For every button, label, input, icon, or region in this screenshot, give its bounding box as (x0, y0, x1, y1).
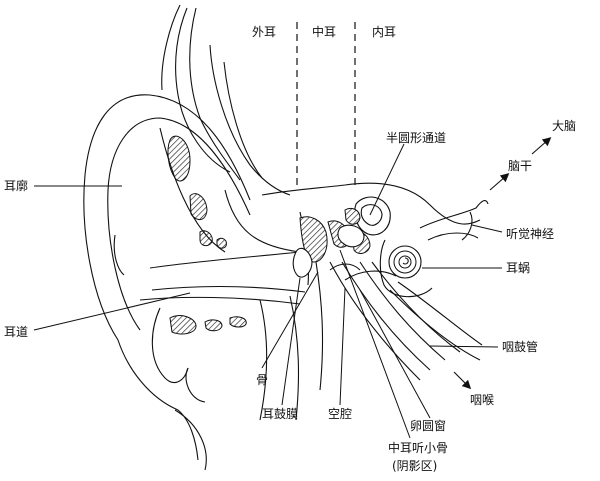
labels: 外耳 中耳 内耳 耳廓 耳道 半圆形通道 大脑 脑干 听觉神经 耳蜗 咽鼓管 咽… (4, 24, 576, 473)
label-eardrum: 耳鼓膜 (262, 407, 298, 421)
ear-canal (139, 127, 306, 305)
label-ossicles: 中耳听小骨 (388, 440, 448, 455)
leader-lines (33, 143, 503, 439)
label-ear-canal: 耳道 (4, 325, 28, 339)
label-outer-ear: 外耳 (252, 25, 276, 39)
label-oval-window: 卵圆窗 (410, 419, 446, 433)
region-dividers (296, 22, 356, 190)
auricle-shape (83, 94, 251, 471)
label-auditory-nerve: 听觉神经 (506, 227, 554, 241)
label-cavity: 空腔 (328, 406, 352, 421)
label-brain: 大脑 (552, 119, 576, 133)
eustachian-tube (259, 261, 483, 421)
label-brainstem: 脑干 (508, 159, 532, 173)
label-throat: 咽喉 (470, 393, 494, 407)
label-cochlea: 耳蜗 (506, 260, 530, 275)
label-middle-ear: 中耳 (312, 24, 336, 39)
arrows (453, 137, 552, 390)
auditory-nerve-shape (419, 199, 489, 241)
label-eustachian-tube: 咽鼓管 (502, 339, 538, 354)
semicircular-canals (337, 196, 391, 248)
label-inner-ear: 内耳 (372, 25, 396, 39)
label-bone: 骨 (256, 373, 268, 387)
head-contour (161, 4, 291, 196)
label-ossicles-note: (阴影区) (392, 459, 437, 473)
cochlea (379, 239, 433, 298)
label-semicircular-canals: 半圆形通道 (386, 131, 446, 145)
label-auricle: 耳廓 (4, 178, 28, 193)
